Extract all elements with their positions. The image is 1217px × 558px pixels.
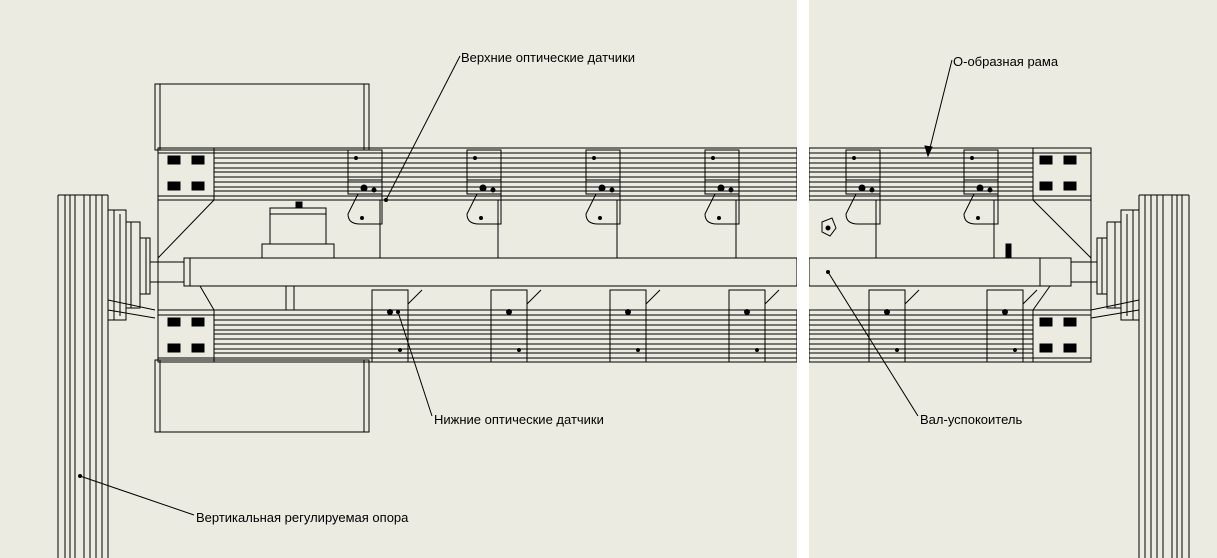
upper-housing-box: [154, 83, 370, 151]
inner-frame-left: [157, 199, 797, 311]
label-vertical-support: Вертикальная регулируемая опора: [196, 510, 409, 525]
sensor-bracket-detail: [821, 217, 837, 237]
leader-lines: [78, 55, 953, 516]
lower-end-plate-right: [1039, 317, 1077, 353]
vertical-support-right: [1138, 194, 1190, 558]
upper-sensor: [585, 149, 621, 225]
damper-shaft-right: [808, 257, 1098, 287]
vertical-support-left: [57, 194, 109, 558]
lower-sensor: [728, 289, 780, 363]
lower-rail-right: [808, 309, 1092, 363]
view-break-gap: [797, 0, 809, 558]
upper-sensor: [466, 149, 502, 225]
lower-sensor: [609, 289, 661, 363]
lower-sensor: [868, 289, 920, 363]
upper-rail-left: [157, 147, 798, 201]
upper-sensor: [704, 149, 740, 225]
inner-frame-right: [809, 199, 1092, 311]
lower-housing-box: [154, 359, 370, 433]
upper-sensor: [845, 149, 881, 225]
label-lower-sensors: Нижние оптические датчики: [434, 412, 604, 427]
damper-shaft-left: [149, 257, 798, 287]
label-upper-sensors: Верхние оптические датчики: [461, 50, 635, 65]
lower-sensor: [490, 289, 542, 363]
label-o-frame: О-образная рама: [953, 54, 1059, 69]
lower-sensor: [371, 289, 423, 363]
upper-sensor: [963, 149, 999, 225]
lower-sensor: [986, 289, 1038, 363]
lower-end-plate-left: [167, 317, 205, 353]
upper-sensor: [347, 149, 383, 225]
upper-end-plate-left: [167, 155, 205, 191]
label-damper-shaft: Вал-успокоитель: [920, 412, 1022, 427]
upper-end-plate-right: [1039, 155, 1077, 191]
bearing-assembly-left: [107, 209, 156, 321]
